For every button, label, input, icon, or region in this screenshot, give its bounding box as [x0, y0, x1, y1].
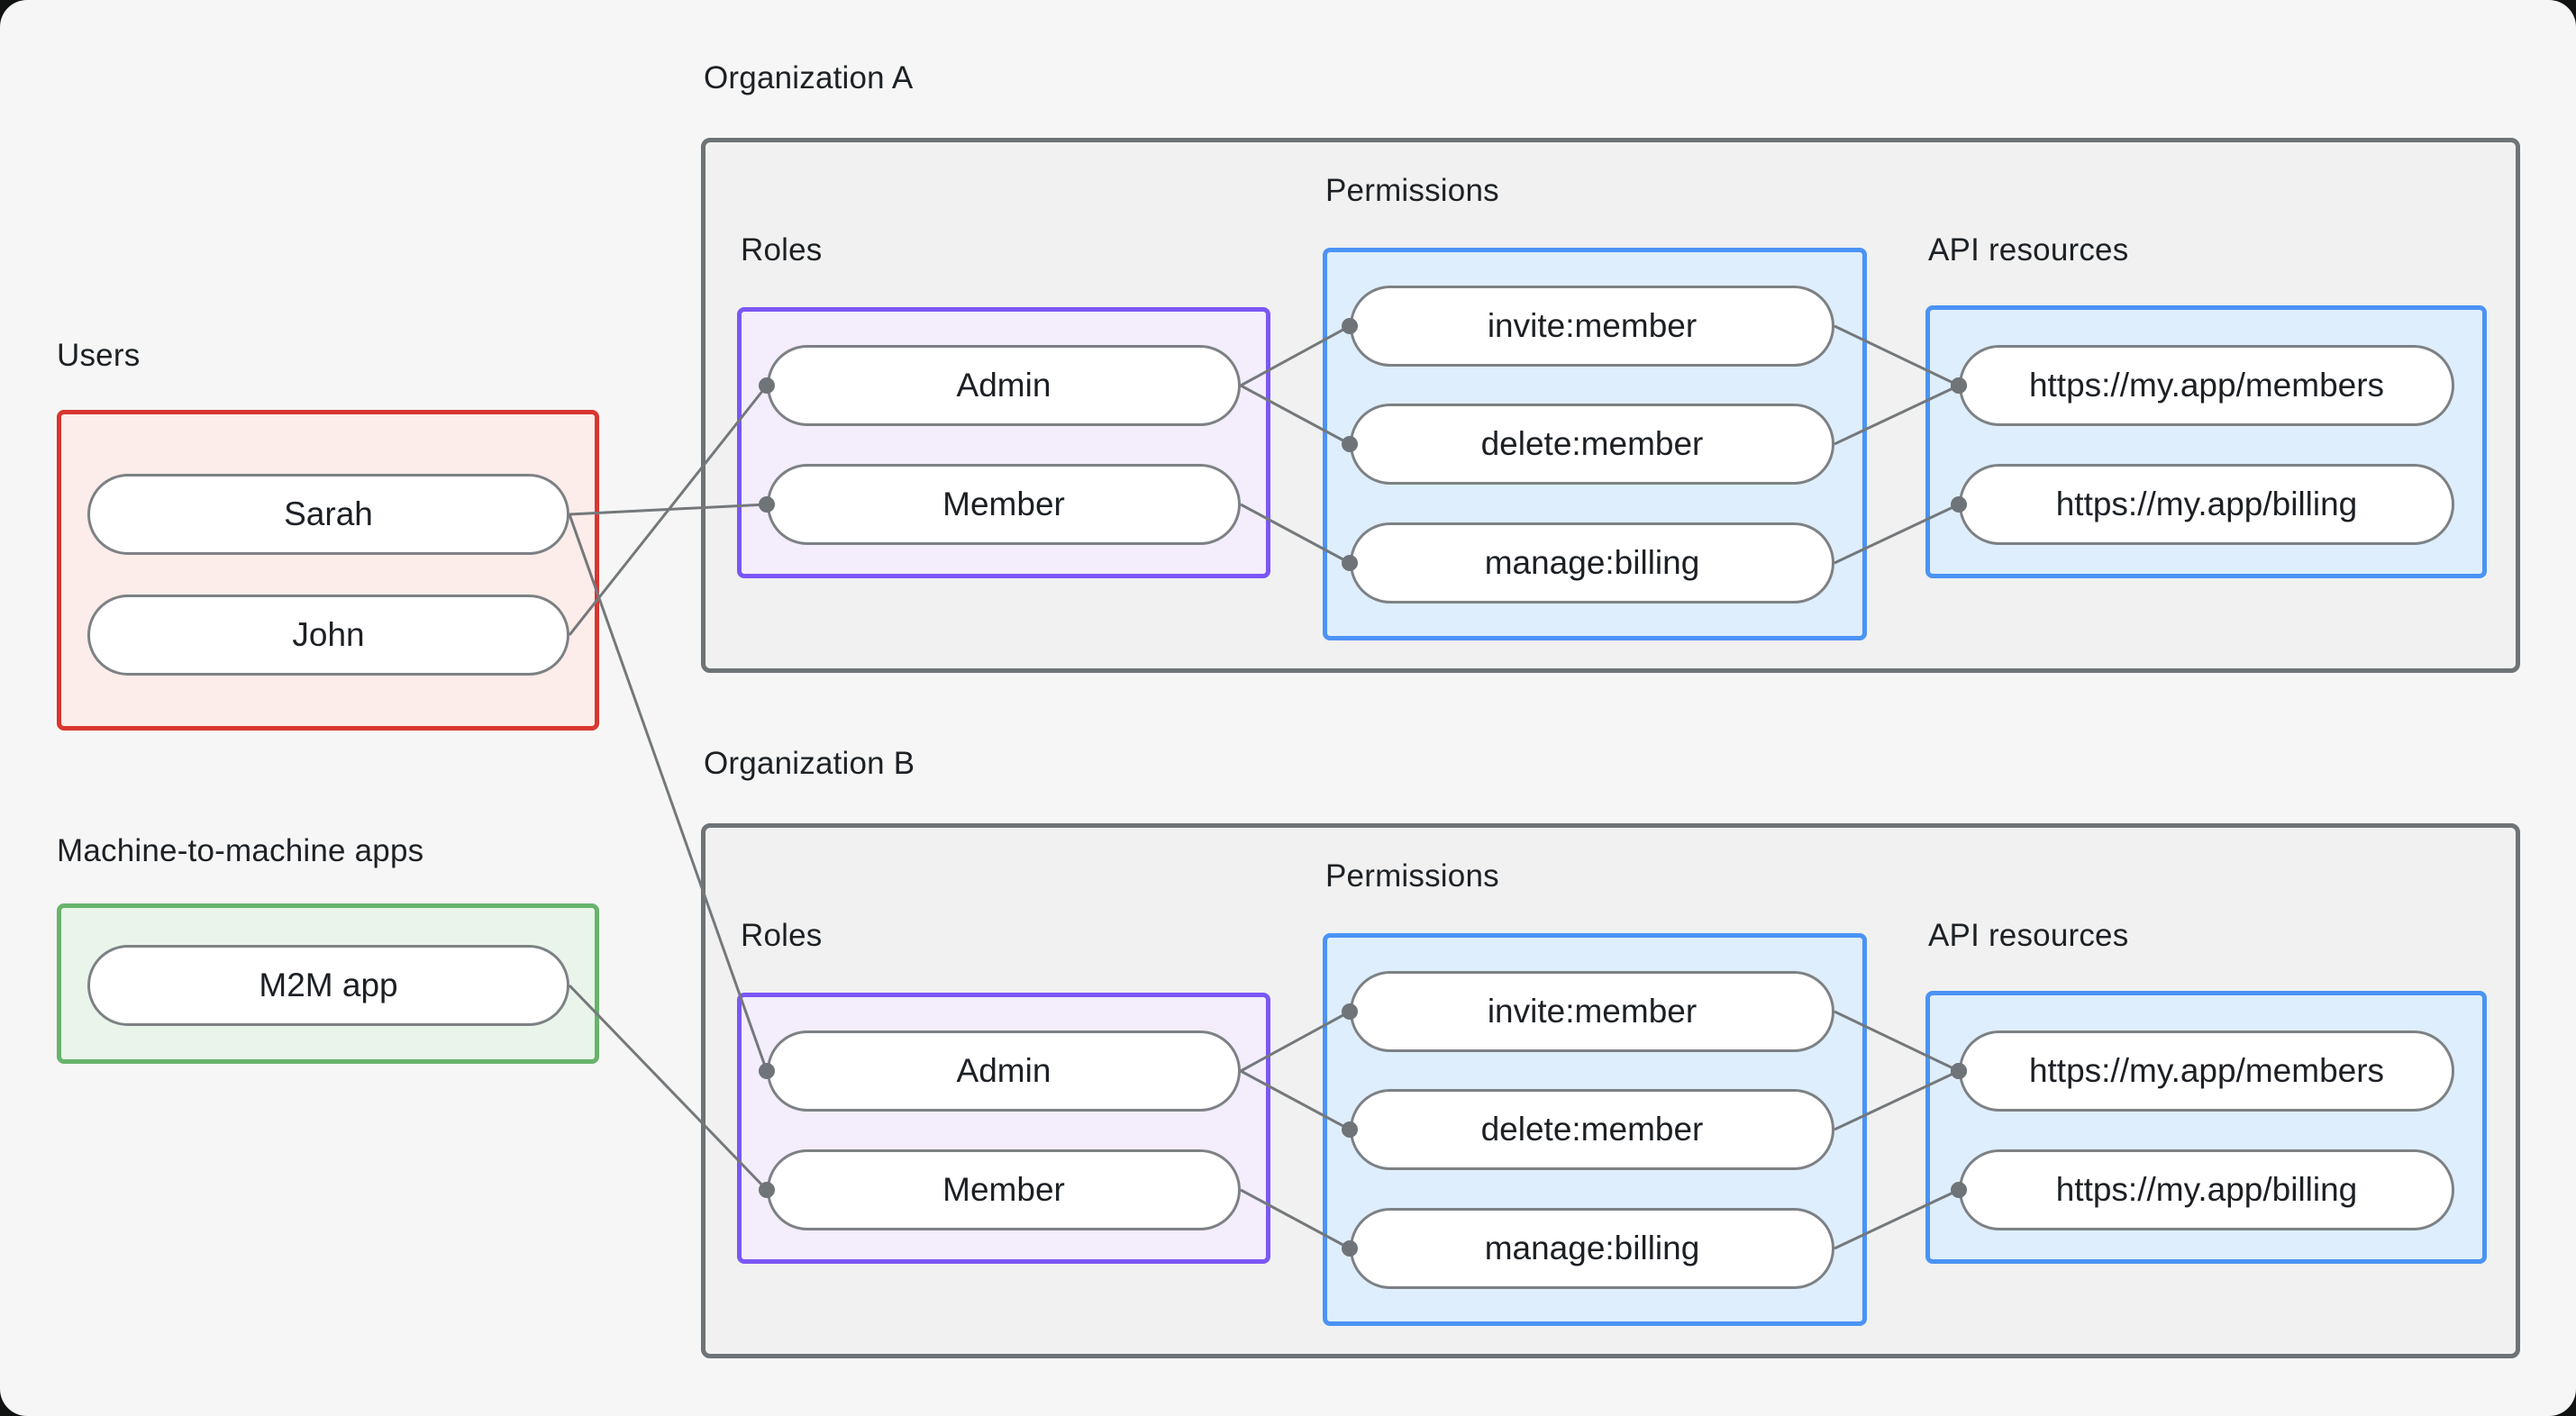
org-b-roles-label: Roles [741, 918, 823, 953]
organization-b-title: Organization B [704, 746, 915, 781]
org-b-role-pill-admin: Admin [767, 1030, 1241, 1112]
m2m-app-pill: M2M app [87, 945, 569, 1026]
users-section-label: Users [57, 338, 141, 373]
org-a-role-pill-member: Member [767, 464, 1241, 545]
org-a-roles-label: Roles [741, 232, 823, 268]
org-a-api-resources-label: API resources [1928, 232, 2129, 268]
org-a-permission-pill-delete-member: delete:member [1350, 404, 1834, 485]
org-b-permission-pill-invite-member: invite:member [1350, 971, 1834, 1052]
org-b-role-pill-member: Member [767, 1149, 1241, 1230]
m2m-section-label: Machine-to-machine apps [57, 833, 424, 868]
org-a-api-pill-members: https://my.app/members [1959, 345, 2454, 426]
org-b-permission-pill-delete-member: delete:member [1350, 1089, 1834, 1170]
org-b-permissions-label: Permissions [1325, 858, 1499, 894]
users-group-box [57, 410, 599, 731]
org-a-role-pill-admin: Admin [767, 345, 1241, 426]
user-pill-sarah: Sarah [87, 474, 569, 555]
org-a-permission-pill-manage-billing: manage:billing [1350, 522, 1834, 604]
org-b-permission-pill-manage-billing: manage:billing [1350, 1208, 1834, 1289]
organization-a-title: Organization A [704, 60, 914, 95]
org-b-api-pill-billing: https://my.app/billing [1959, 1149, 2454, 1230]
user-pill-john: John [87, 595, 569, 676]
org-b-api-resources-label: API resources [1928, 918, 2129, 953]
org-a-api-pill-billing: https://my.app/billing [1959, 464, 2454, 545]
org-a-permissions-label: Permissions [1325, 173, 1499, 208]
org-a-permission-pill-invite-member: invite:member [1350, 286, 1834, 367]
org-b-api-pill-members: https://my.app/members [1959, 1030, 2454, 1112]
